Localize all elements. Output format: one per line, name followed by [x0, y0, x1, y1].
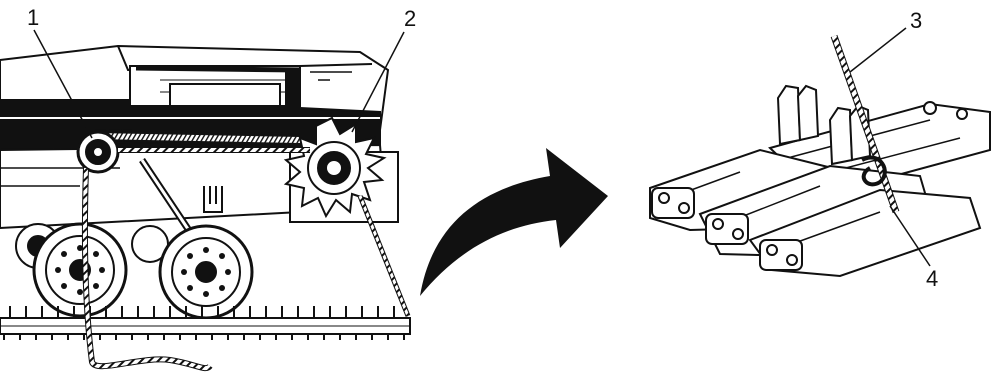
svg-text:3: 3: [910, 8, 922, 33]
svg-text:4: 4: [926, 266, 938, 291]
track-shoe-assembly: [650, 86, 990, 276]
svg-text:2: 2: [404, 6, 416, 31]
idler-wheel: [78, 132, 118, 172]
curved-arrow-icon: [420, 148, 608, 296]
svg-text:1: 1: [27, 5, 39, 30]
callout-3: 3: [850, 8, 922, 72]
